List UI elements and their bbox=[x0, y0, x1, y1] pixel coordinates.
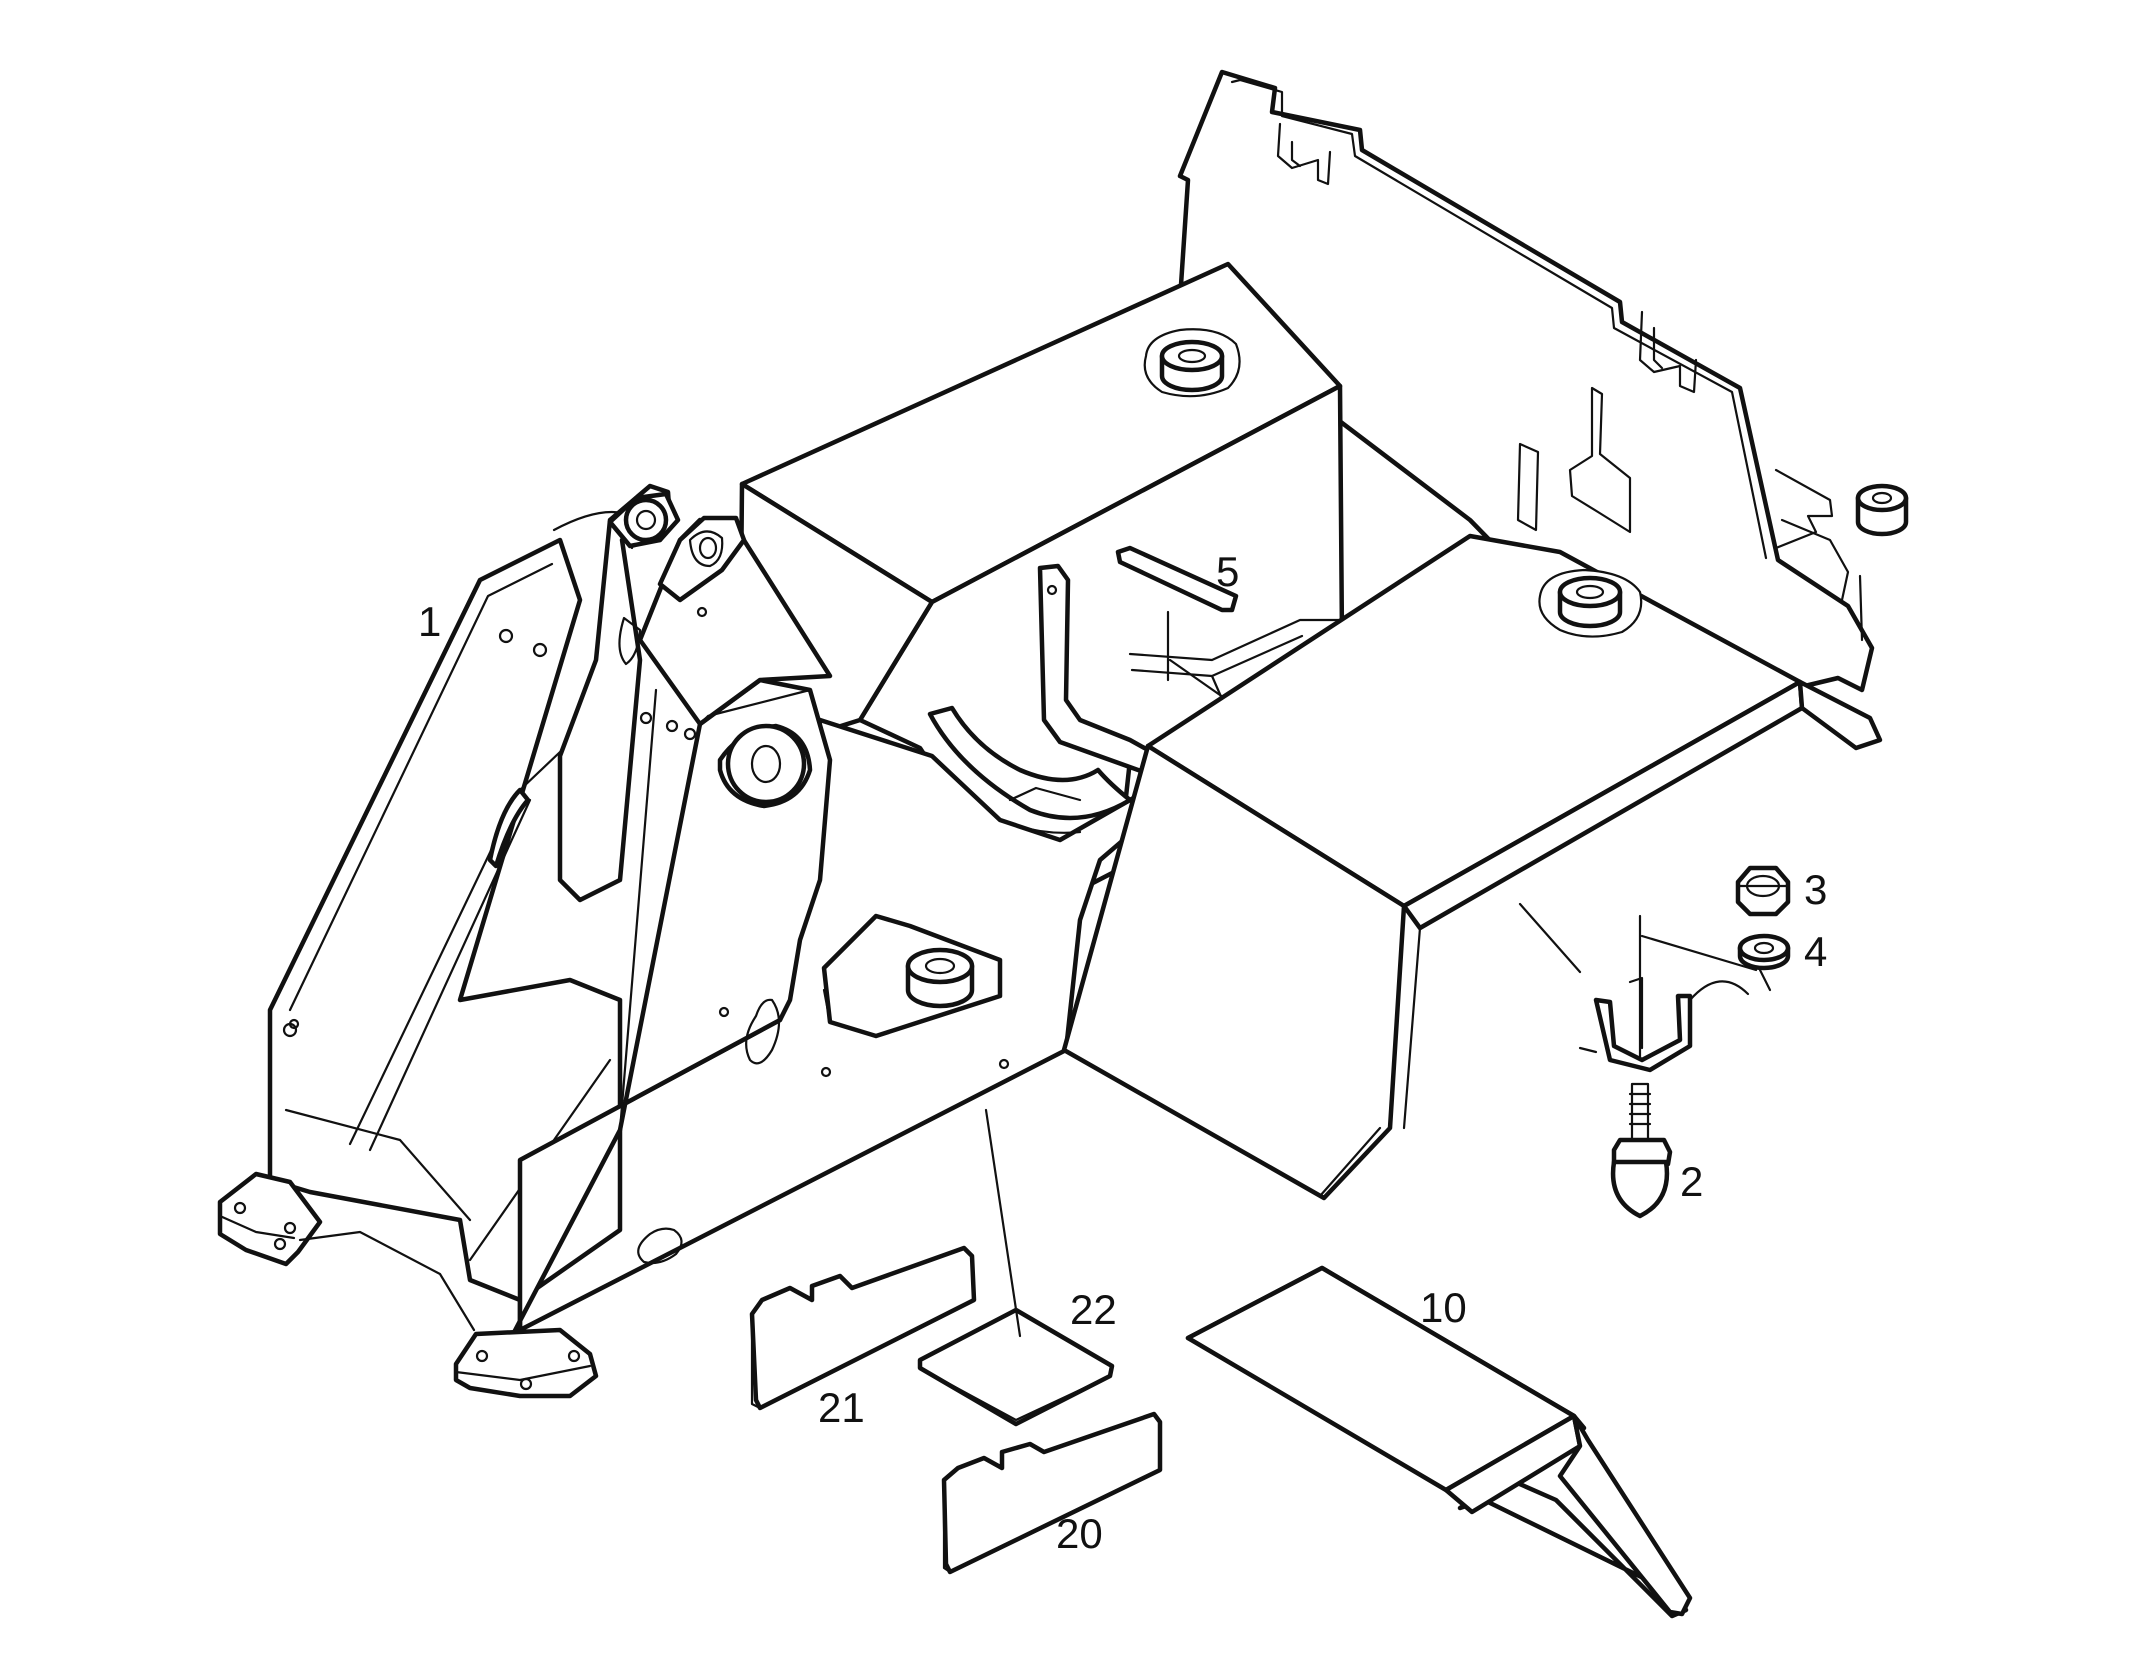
shim-part-20 bbox=[941, 1411, 1163, 1575]
lower-mount-boss bbox=[821, 913, 1003, 1039]
bumper-stop-part-2 bbox=[1610, 1082, 1673, 1219]
callout-22: 22 bbox=[1070, 1286, 1117, 1333]
right-fender-box bbox=[1061, 533, 1883, 1201]
pad-part-22 bbox=[917, 1108, 1115, 1427]
callout-5: 5 bbox=[1216, 548, 1239, 595]
callout-20: 20 bbox=[1056, 1510, 1103, 1557]
foot-pad-right bbox=[453, 1327, 599, 1399]
loader-arm-tower-right bbox=[507, 515, 833, 1343]
callout-2: 2 bbox=[1680, 1158, 1703, 1205]
rear-bolt-boss bbox=[1855, 483, 1909, 537]
callout-4: 4 bbox=[1804, 928, 1827, 975]
washer-part-4 bbox=[1737, 933, 1791, 971]
callout-21: 21 bbox=[818, 1384, 865, 1431]
foot-pad-left bbox=[217, 1171, 476, 1332]
loader-arm-tower-left bbox=[267, 510, 642, 1303]
box-bolt-boss-right bbox=[1538, 568, 1643, 638]
callout-3: 3 bbox=[1804, 866, 1827, 913]
floor-plate-part-10 bbox=[1185, 1265, 1693, 1619]
callout-10: 10 bbox=[1420, 1284, 1467, 1331]
box-bolt-boss-left bbox=[1143, 328, 1241, 398]
callout-1: 1 bbox=[418, 598, 441, 645]
shim-part-21 bbox=[749, 1245, 977, 1411]
bar-part-5 bbox=[1115, 545, 1239, 682]
loader-arm-tower-inner bbox=[557, 483, 681, 903]
nut-part-3 bbox=[1735, 865, 1791, 917]
bracket-detail bbox=[1518, 902, 1772, 1073]
